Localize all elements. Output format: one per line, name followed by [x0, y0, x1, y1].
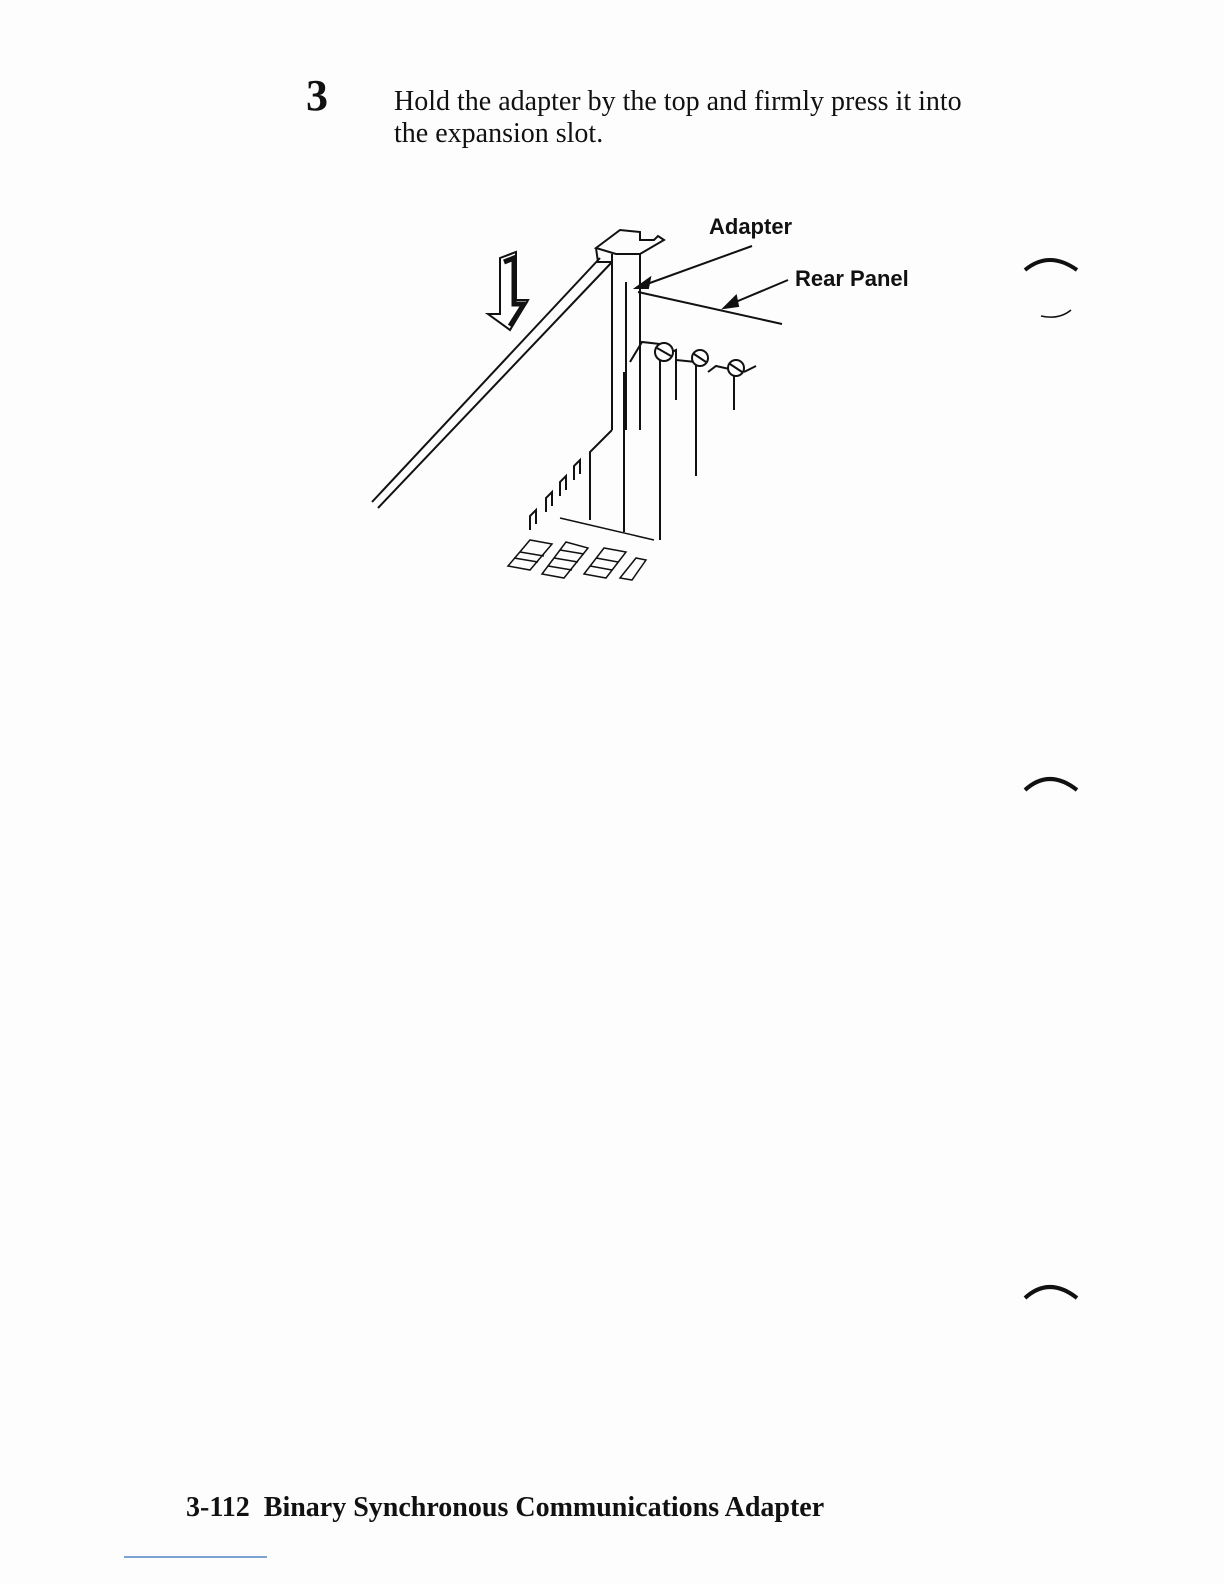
scan-edge-line [124, 1556, 267, 1558]
step-instruction: Hold the adapter by the top and firmly p… [394, 86, 994, 150]
down-arrow-icon [488, 252, 528, 330]
step-number: 3 [306, 74, 328, 118]
binder-hole-marks [1015, 240, 1085, 1360]
rear-panel-callout: Rear Panel [795, 266, 909, 292]
adapter-callout: Adapter [709, 214, 792, 240]
page-number: 3-112 [186, 1492, 250, 1523]
page-footer: 3-112 Binary Synchronous Communications A… [186, 1492, 824, 1524]
section-title: Binary Synchronous Communications Adapte… [264, 1492, 824, 1523]
adapter-installation-illustration [360, 200, 800, 600]
